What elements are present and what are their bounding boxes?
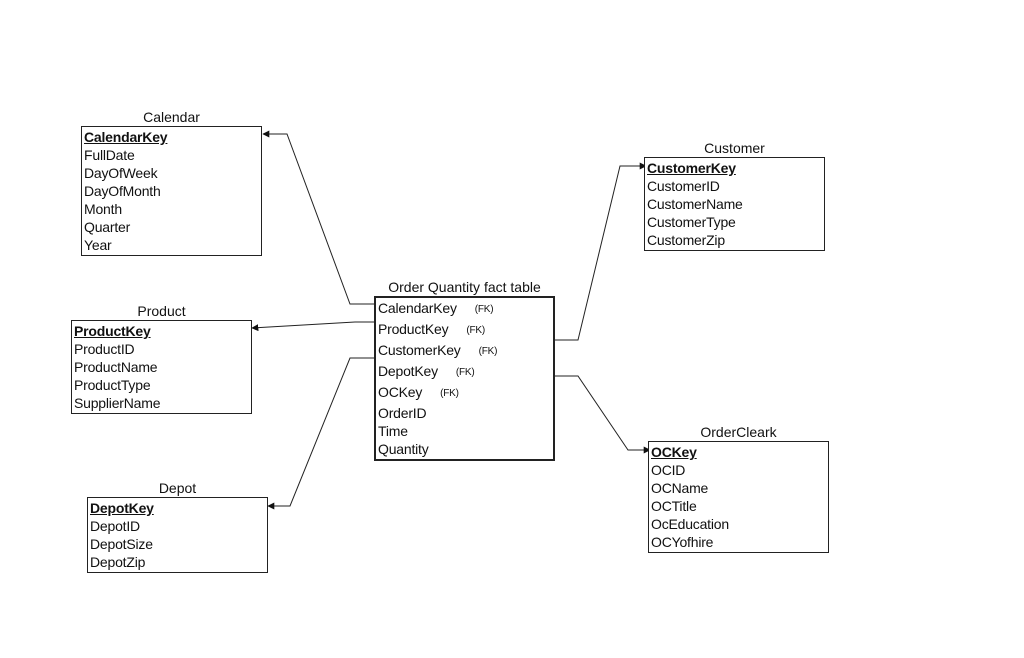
calendar-field-calendarkey: CalendarKey bbox=[84, 129, 168, 145]
orderclerk-box: OCKey OCID OCName OCTitle OcEducation OC… bbox=[648, 441, 829, 553]
relationship-line-orderclerk bbox=[555, 375, 651, 454]
fact-field-productkey: ProductKey (FK) bbox=[378, 320, 553, 341]
fact-field-customerkey: CustomerKey (FK) bbox=[378, 341, 553, 362]
orderclerk-field-ocid: OCID bbox=[651, 462, 686, 478]
fact-field-depotkey-label: DepotKey bbox=[378, 363, 438, 379]
calendar-field-dayofweek: DayOfWeek bbox=[84, 165, 158, 181]
fk-badge: (FK) bbox=[478, 346, 498, 357]
calendar-entity: Calendar CalendarKey FullDate DayOfWeek … bbox=[81, 109, 262, 256]
fact-field-ockey-label: OCKey bbox=[378, 384, 423, 400]
fact-field-ockey: OCKey (FK) bbox=[378, 383, 553, 404]
product-field-productname: ProductName bbox=[74, 359, 158, 375]
depot-title: Depot bbox=[158, 480, 197, 496]
fact-field-productkey-label: ProductKey bbox=[378, 321, 449, 337]
fact-table-title: Order Quantity fact table bbox=[388, 279, 541, 295]
orderclerk-field-ocyofhire: OCYofhire bbox=[651, 534, 714, 550]
product-entity: Product ProductKey ProductID ProductName… bbox=[71, 303, 252, 414]
customer-field-customername: CustomerName bbox=[647, 196, 743, 212]
fact-field-customerkey-label: CustomerKey bbox=[378, 342, 461, 358]
relationship-line-product bbox=[251, 321, 375, 332]
depot-entity: Depot DepotKey DepotID DepotSize DepotZi… bbox=[87, 480, 268, 573]
calendar-field-quarter: Quarter bbox=[84, 219, 131, 235]
orderclerk-field-ocname: OCName bbox=[651, 480, 709, 496]
depot-field-depotzip: DepotZip bbox=[90, 554, 146, 570]
fact-field-orderid: OrderID bbox=[378, 405, 427, 421]
product-title: Product bbox=[137, 303, 186, 319]
customer-title: Customer bbox=[704, 140, 765, 156]
fk-badge: (FK) bbox=[440, 388, 459, 399]
fact-field-time: Time bbox=[378, 423, 408, 439]
orderclerk-title: OrderCleark bbox=[700, 424, 777, 440]
orderclerk-field-octitle: OCTitle bbox=[651, 498, 697, 514]
calendar-field-year: Year bbox=[84, 237, 112, 253]
product-box: ProductKey ProductID ProductName Product… bbox=[71, 320, 252, 414]
relationship-line-depot bbox=[267, 357, 375, 510]
fact-table-entity: Order Quantity fact table CalendarKey (FK… bbox=[374, 279, 555, 461]
calendar-field-month: Month bbox=[84, 201, 122, 217]
fact-field-calendarkey: CalendarKey (FK) bbox=[378, 299, 553, 320]
calendar-box: CalendarKey FullDate DayOfWeek DayOfMont… bbox=[81, 126, 262, 256]
customer-entity: Customer CustomerKey CustomerID Customer… bbox=[644, 140, 825, 251]
product-field-productkey: ProductKey bbox=[74, 323, 151, 339]
relationship-line-calendar bbox=[262, 130, 375, 305]
customer-field-customerkey: CustomerKey bbox=[647, 160, 736, 176]
fact-field-quantity: Quantity bbox=[378, 441, 429, 457]
customer-box: CustomerKey CustomerID CustomerName Cust… bbox=[644, 157, 825, 251]
fk-badge: (FK) bbox=[455, 367, 475, 378]
depot-field-depotid: DepotID bbox=[90, 518, 140, 534]
customer-field-customerzip: CustomerZip bbox=[647, 232, 725, 248]
relationship-line-customer bbox=[555, 162, 647, 341]
fact-field-depotkey: DepotKey (FK) bbox=[378, 362, 553, 383]
orderclerk-field-ockey: OCKey bbox=[651, 444, 697, 460]
fk-badge: (FK) bbox=[474, 304, 494, 315]
calendar-field-fulldate: FullDate bbox=[84, 147, 135, 163]
orderclerk-entity: OrderCleark OCKey OCID OCName OCTitle Oc… bbox=[648, 424, 829, 553]
fact-field-calendarkey-label: CalendarKey bbox=[378, 300, 457, 316]
calendar-title: Calendar bbox=[143, 109, 200, 125]
customer-field-customertype: CustomerType bbox=[647, 214, 736, 230]
depot-field-depotkey: DepotKey bbox=[90, 500, 154, 516]
depot-field-depotsize: DepotSize bbox=[90, 536, 153, 552]
product-field-suppliername: SupplierName bbox=[74, 395, 161, 411]
calendar-field-dayofmonth: DayOfMonth bbox=[84, 183, 161, 199]
customer-field-customerid: CustomerID bbox=[647, 178, 720, 194]
product-field-productid: ProductID bbox=[74, 341, 135, 357]
fk-badge: (FK) bbox=[466, 325, 486, 336]
product-field-producttype: ProductType bbox=[74, 377, 151, 393]
fact-table-box: CalendarKey (FK) ProductKey (FK) CustomerK… bbox=[374, 296, 555, 461]
orderclerk-field-oceducation: OcEducation bbox=[651, 516, 729, 532]
depot-box: DepotKey DepotID DepotSize DepotZip bbox=[87, 497, 268, 573]
